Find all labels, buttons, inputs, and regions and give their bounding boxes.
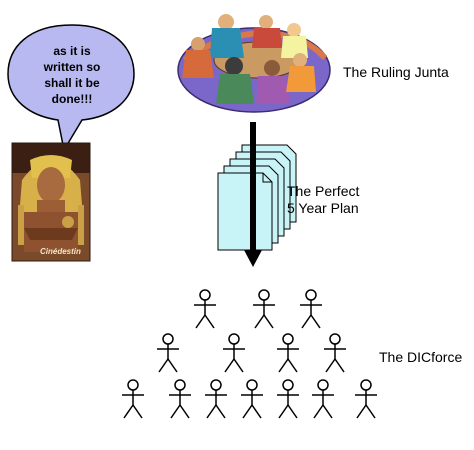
speech-bubble-text: as it is written so shall it be done!!!: [20, 43, 124, 107]
stick-figure: [194, 289, 216, 329]
stick-figure: [355, 379, 377, 419]
stick-figure: [122, 379, 144, 419]
stick-figure: [205, 379, 227, 419]
down-arrow: [244, 122, 262, 267]
speech-bubble: [7, 24, 135, 153]
portrait-watermark: Cinédestin: [40, 247, 81, 256]
stick-figure: [312, 379, 334, 419]
stick-figure: [277, 333, 299, 373]
stick-figures: [122, 289, 377, 419]
stick-figure: [157, 333, 179, 373]
label-plan-line-1: The Perfect: [287, 183, 360, 199]
speech-line-4: done!!!: [51, 92, 93, 106]
stick-figure: [277, 379, 299, 419]
stacked-documents: [217, 144, 297, 251]
label-five-year-plan: The Perfect 5 Year Plan: [287, 183, 359, 217]
label-ruling-junta: The Ruling Junta: [343, 64, 449, 80]
stick-figure: [253, 289, 275, 329]
stick-figure: [300, 289, 322, 329]
speech-line-2: written so: [43, 60, 101, 74]
stick-figure: [241, 379, 263, 419]
label-dicforce: The DICforce: [379, 349, 463, 365]
meeting-clipart: [177, 14, 331, 113]
stick-figure: [223, 333, 245, 373]
speech-line-1: as it is: [53, 44, 91, 58]
label-plan-line-2: 5 Year Plan: [287, 200, 359, 216]
stick-figure: [169, 379, 191, 419]
stick-figure: [324, 333, 346, 373]
pharaoh-portrait: [11, 142, 91, 262]
speech-line-3: shall it be: [44, 76, 100, 90]
